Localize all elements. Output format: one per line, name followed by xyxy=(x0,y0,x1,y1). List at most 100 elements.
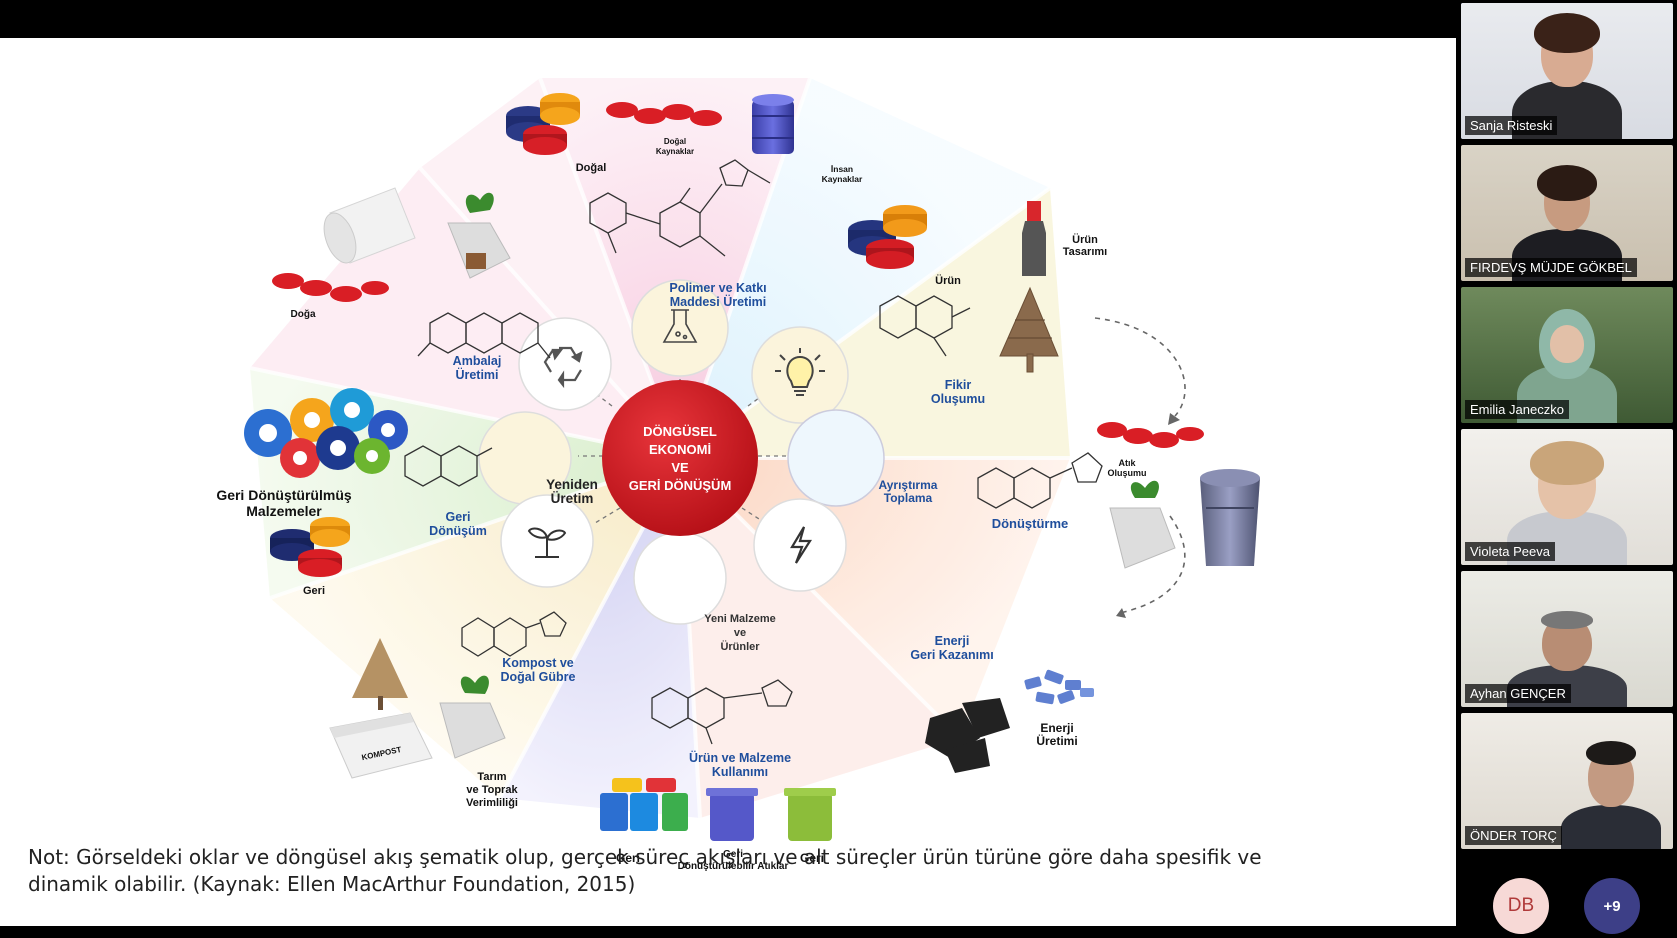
video-tile-onder[interactable]: ÖNDER TORÇ xyxy=(1461,713,1673,849)
item-geri-donusturulmus-2: Malzemeler xyxy=(246,503,322,519)
video-tile-violeta[interactable]: Violeta Peeva xyxy=(1461,429,1673,565)
left-ribbon-illustration xyxy=(272,273,389,302)
item-geri-donusturulebilir-2: Dönüştürülebilir Atıklar xyxy=(678,861,789,872)
stage-urun-kullanimi-2: Kullanımı xyxy=(712,765,768,779)
more-participants-button[interactable]: +9 xyxy=(1584,878,1640,934)
molecule-drawing-5 xyxy=(977,452,1103,509)
flask-icon xyxy=(662,309,698,343)
avatar-db[interactable]: DB xyxy=(1493,878,1549,934)
spools-illustration xyxy=(506,93,580,155)
blue-chips-illustration xyxy=(1024,669,1094,705)
stage-fikir-2: Oluşumu xyxy=(931,392,985,406)
stage-yeniden-1: Yeniden xyxy=(546,477,598,492)
wood-tree-illustration xyxy=(999,286,1059,373)
stage-kompost-1: Kompost ve xyxy=(502,656,574,670)
item-geri-left: Geri xyxy=(303,585,325,597)
item-atik-2: Oluşumu xyxy=(1107,468,1146,478)
item-geri-bins-1: Geri xyxy=(616,851,640,865)
molecule-drawing xyxy=(589,159,771,257)
stage-ambalaj-2: Üretimi xyxy=(455,367,498,382)
stage-enerji-2: Geri Kazanımı xyxy=(910,648,993,662)
drum-illustration xyxy=(752,94,794,154)
footnote: Not: Görseldeki oklar ve döngüsel akış ş… xyxy=(28,844,1428,898)
recycle-plant-illustration-3 xyxy=(439,675,506,759)
item-insan-kaynaklar-2: Kaynaklar xyxy=(822,174,863,184)
item-atik-1: Atık xyxy=(1118,458,1136,468)
molecule-drawing-6 xyxy=(461,611,567,657)
stage-polimer-1: Polimer ve Katkı xyxy=(669,281,766,295)
item-geri-donusturulebilir-1: Geri xyxy=(723,849,743,860)
stage-kompost-2: Doğal Gübre xyxy=(500,670,575,684)
item-tarim-3: Verimliliği xyxy=(466,797,518,809)
footnote-line-1: Not: Görseldeki oklar ve döngüsel akış ş… xyxy=(28,845,1262,869)
video-tile-ayhan[interactable]: Ayhan GENÇER xyxy=(1461,571,1673,707)
item-insan-kaynaklar-1: İnsan xyxy=(831,164,853,174)
circular-economy-diagram: DÖNGÜSEL EKONOMİ VE GERİ DÖNÜŞÜM Polimer… xyxy=(216,77,1260,872)
stage-ayristirma-1: Ayrıştırma xyxy=(879,478,938,492)
item-enerji-uretimi-1: Enerji xyxy=(1040,721,1073,735)
item-dogal-kaynaklar-2: Kaynaklar xyxy=(656,147,694,156)
molecule-drawing-7 xyxy=(651,679,793,745)
video-tile-firdevs[interactable]: FIRDEVŞ MÜJDE GÖKBEL xyxy=(1461,145,1673,281)
item-geri-donusturulmus-1: Geri Dönüştürülmüş xyxy=(216,487,352,503)
sprout-icon xyxy=(527,527,567,558)
compost-box-illustration xyxy=(329,712,433,779)
stage-yeni-malzeme-1: Yeni Malzeme xyxy=(704,613,776,625)
paper-roll-illustration xyxy=(323,187,416,264)
stage-yeni-malzeme-3: Ürünler xyxy=(720,640,760,653)
item-urun-tasarimi-1: Ürün xyxy=(1072,233,1098,246)
participant-gallery: Sanja Risteski FIRDEVŞ MÜJDE GÖKBEL Emil… xyxy=(1458,0,1677,938)
circle-labels-2: Ayrıştırma Toplama xyxy=(879,478,938,505)
stage-geri-donusum-1: Geri xyxy=(445,510,470,524)
item-urun-tasarimi-2: Tasarımı xyxy=(1063,246,1107,258)
participant-name: ÖNDER TORÇ xyxy=(1465,826,1562,845)
center-line-2: EKONOMİ xyxy=(649,442,711,457)
stage-polimer-2: Maddesi Üretimi xyxy=(670,294,767,309)
recycle-plant-illustration-2 xyxy=(1109,480,1176,569)
item-geri-bins-3: Geri xyxy=(800,851,824,865)
molecule-drawing-2 xyxy=(879,295,971,357)
recycle-plant-illustration xyxy=(447,192,511,279)
lightning-icon xyxy=(790,526,813,564)
item-tarim-1: Tarım xyxy=(477,771,506,783)
stage-ayristirma-2: Toplama xyxy=(884,491,933,505)
video-tile-sanja[interactable]: Sanja Risteski xyxy=(1461,3,1673,139)
colorful-spools-illustration xyxy=(244,388,408,478)
item-doga: Doğa xyxy=(291,309,316,320)
recycling-bins-illustration xyxy=(600,778,836,841)
lightbulb-icon xyxy=(775,348,825,396)
trash-bin-illustration xyxy=(1200,469,1260,566)
bottle-illustration xyxy=(1022,201,1046,276)
stage-yeniden-2: Üretim xyxy=(551,491,594,506)
stage-enerji-1: Enerji xyxy=(935,634,970,648)
stage-labels: Polimer ve Katkı Maddesi Üretimi Ambalaj… xyxy=(429,281,1068,779)
item-dogal-kaynaklar-1: Doğal xyxy=(664,137,686,146)
item-tarim-2: ve Toprak xyxy=(466,784,518,796)
red-ribbon-illustration xyxy=(606,102,722,126)
product-spools-illustration xyxy=(848,205,927,269)
video-tile-emilia[interactable]: Emilia Janeczko xyxy=(1461,287,1673,423)
molecule-drawing-3 xyxy=(417,312,551,359)
circle-labels-3: Yeni Malzeme ve Ürünler xyxy=(704,613,776,653)
center-label: DÖNGÜSEL EKONOMİ VE GERİ DÖNÜŞÜM xyxy=(629,424,732,493)
center-line-1: DÖNGÜSEL xyxy=(643,424,717,439)
molecule-drawing-4 xyxy=(404,445,493,487)
participant-name: FIRDEVŞ MÜJDE GÖKBEL xyxy=(1465,258,1637,277)
item-urun: Ürün xyxy=(935,274,961,287)
shared-slide: DÖNGÜSEL EKONOMİ VE GERİ DÖNÜŞÜM Polimer… xyxy=(0,38,1456,926)
recycle-icon xyxy=(543,346,583,389)
participant-name: Violeta Peeva xyxy=(1465,542,1555,561)
participant-name: Sanja Risteski xyxy=(1465,116,1558,135)
circle-labels: Yeniden Üretim xyxy=(546,477,598,506)
center-line-3: VE xyxy=(671,460,689,475)
stage-yeni-malzeme-2: ve xyxy=(734,627,746,639)
stage-donusturme: Dönüştürme xyxy=(992,516,1069,531)
stage-geri-donusum-2: Dönüşüm xyxy=(429,524,487,538)
stage-urun-kullanimi-1: Ürün ve Malzeme xyxy=(689,750,791,765)
stage-ambalaj-1: Ambalaj xyxy=(453,354,502,368)
item-enerji-uretimi-2: Üretimi xyxy=(1036,733,1077,748)
item-dogal: Doğal xyxy=(576,162,607,174)
item-labels: Doğal Doğal Kaynaklar İnsan Kaynaklar Ür… xyxy=(216,137,1146,872)
participant-name: Emilia Janeczko xyxy=(1465,400,1569,419)
center-circle xyxy=(602,380,758,536)
